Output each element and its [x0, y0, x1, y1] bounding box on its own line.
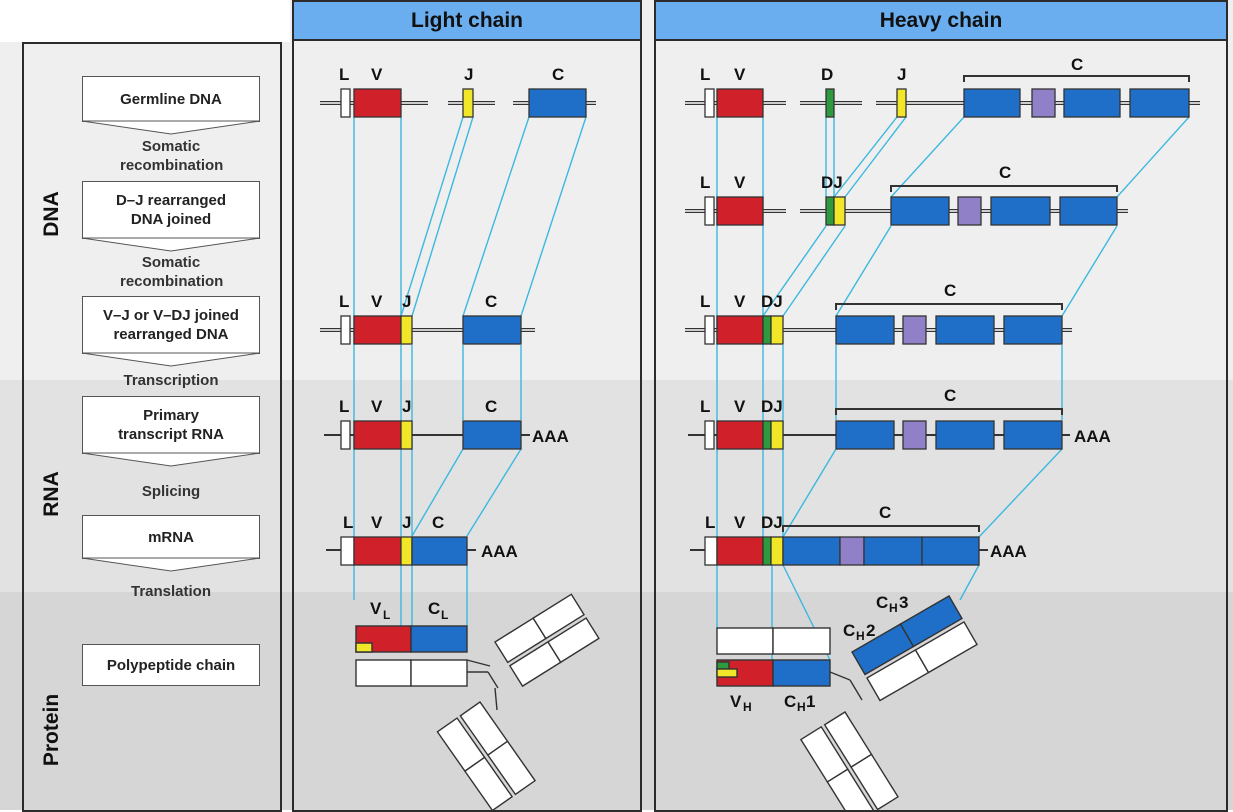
svg-text:L: L	[700, 397, 710, 416]
light-row-primary-transcript: L V J C AAA	[324, 397, 569, 450]
light-J-segment	[462, 88, 474, 118]
heavy-row-mrna: L V DJ C AAA	[690, 503, 1027, 566]
light-polyA-primary: AAA	[532, 427, 569, 446]
svg-text:J: J	[402, 292, 411, 311]
heavy-antibody	[716, 595, 978, 810]
light-label-L: L	[339, 65, 349, 84]
heavy-polyA-primary: AAA	[1074, 427, 1111, 446]
light-label-C: C	[552, 65, 564, 84]
heavy-row-dj: L V DJ C	[685, 163, 1128, 226]
heavy-label-CH2: C	[843, 621, 855, 640]
step-translation: Translation	[130, 583, 212, 600]
heavy-connectors	[716, 116, 1190, 661]
heavy-CH1-domain	[772, 659, 831, 687]
svg-text:V: V	[734, 513, 746, 532]
svg-text:J: J	[897, 65, 906, 84]
svg-text:H: H	[797, 700, 806, 714]
svg-text:V: V	[371, 292, 383, 311]
svg-text:H: H	[743, 700, 752, 714]
step-somatic-recombination-2: Somatic recombination	[120, 254, 224, 290]
svg-text:L: L	[343, 513, 353, 532]
svg-text:C: C	[944, 281, 956, 300]
stage-polypeptide: Polypeptide chain	[82, 644, 260, 686]
light-C-segment	[528, 88, 587, 118]
svg-text:L: L	[339, 397, 349, 416]
heavy-D-segment	[825, 88, 835, 118]
svg-text:C: C	[485, 292, 497, 311]
svg-text:DJ: DJ	[761, 292, 783, 311]
heavy-label-VH: V	[730, 692, 742, 711]
svg-text:C: C	[944, 386, 956, 405]
svg-text:1: 1	[806, 692, 815, 711]
heavy-row-germline: L V D J C	[685, 55, 1200, 118]
svg-text:J: J	[402, 513, 411, 532]
light-row-mrna: L V J C AAA	[326, 513, 518, 566]
svg-text:V: V	[734, 173, 746, 192]
heavy-label-CH3: C	[876, 593, 888, 612]
heavy-label-DJ: DJ	[821, 173, 843, 192]
light-label-J: J	[464, 65, 473, 84]
svg-text:V: V	[371, 397, 383, 416]
light-L-segment	[340, 88, 351, 118]
light-label-VL: V	[370, 599, 382, 618]
stage-vdj-joined: V–J or V–DJ joined rearranged DNA	[82, 296, 260, 354]
svg-text:C: C	[999, 163, 1011, 182]
svg-text:L: L	[700, 65, 710, 84]
svg-text:L: L	[705, 513, 715, 532]
svg-text:V: V	[734, 65, 746, 84]
svg-text:L: L	[700, 173, 710, 192]
svg-text:L: L	[441, 608, 448, 622]
stage-mrna: mRNA	[82, 515, 260, 559]
stage-dj-rearranged: D–J rearranged DNA joined	[82, 181, 260, 239]
heavy-chain-header: Heavy chain	[654, 0, 1228, 41]
svg-text:L: L	[339, 292, 349, 311]
svg-text:C: C	[432, 513, 444, 532]
svg-text:C: C	[485, 397, 497, 416]
svg-text:2: 2	[866, 621, 875, 640]
protein-band	[0, 592, 1233, 810]
light-chain-header: Light chain	[292, 0, 642, 41]
svg-text:DJ: DJ	[761, 513, 783, 532]
light-polyA-mrna: AAA	[481, 542, 518, 561]
svg-text:J: J	[402, 397, 411, 416]
heavy-row-vdj: L V DJ C	[685, 281, 1072, 345]
heavy-label-D: D	[821, 65, 833, 84]
stage-germline-dna: Germline DNA	[82, 76, 260, 122]
svg-text:H: H	[856, 629, 865, 643]
svg-text:L: L	[700, 292, 710, 311]
svg-text:L: L	[383, 608, 390, 622]
svg-text:C: C	[879, 503, 891, 522]
light-label-V: V	[371, 65, 383, 84]
step-transcription: Transcription	[123, 372, 219, 389]
svg-text:DJ: DJ	[761, 397, 783, 416]
light-V-segment	[353, 88, 402, 118]
heavy-row-primary-transcript: L V DJ C AAA	[688, 386, 1111, 450]
step-somatic-recombination-1: Somatic recombination	[120, 138, 224, 174]
heavy-label-CH1: C	[784, 692, 796, 711]
svg-text:V: V	[734, 292, 746, 311]
top-white	[0, 0, 290, 42]
light-antibody	[355, 593, 600, 810]
svg-text:C: C	[1071, 55, 1083, 74]
light-row-vj-dna: L V J C	[320, 292, 535, 345]
heavy-polyA-mrna: AAA	[990, 542, 1027, 561]
svg-text:H: H	[889, 601, 898, 615]
svg-text:V: V	[371, 513, 383, 532]
light-label-CL: C	[428, 599, 440, 618]
heavy-CH3-domain	[899, 595, 963, 648]
step-splicing: Splicing	[141, 483, 201, 500]
stage-primary-transcript: Primary transcript RNA	[82, 396, 260, 454]
light-row-germline: L V J C	[320, 65, 596, 118]
light-CL-domain	[410, 625, 468, 653]
light-connectors	[353, 116, 587, 626]
svg-text:V: V	[734, 397, 746, 416]
svg-text:3: 3	[899, 593, 908, 612]
